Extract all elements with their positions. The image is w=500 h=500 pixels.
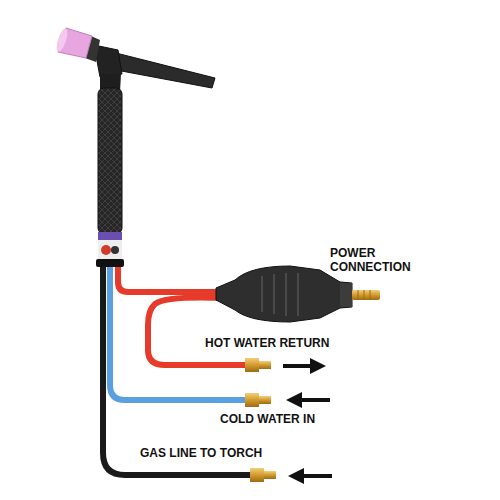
- in-arrow-head: [288, 468, 304, 484]
- in-arrow-shaft: [300, 398, 330, 402]
- torch-back-cap: [112, 52, 215, 88]
- gas-fitting: [250, 468, 264, 482]
- in-arrow-head: [286, 392, 302, 408]
- tig-torch: [54, 27, 215, 267]
- cup-mouth: [54, 27, 69, 52]
- power-connector: [216, 266, 380, 322]
- connector-pin: [352, 290, 380, 300]
- handle-band: [98, 232, 122, 240]
- connector-ribs: [262, 273, 298, 316]
- part-label: POWER CONNECTION: [330, 246, 425, 274]
- part-label: HOT WATER RETURN: [205, 336, 329, 350]
- connector-collar: [340, 283, 352, 307]
- handle-ferrule: [96, 259, 124, 267]
- in-arrow-shaft: [302, 474, 332, 478]
- gas-fitting-tip: [264, 471, 276, 479]
- part-label: GAS LINE TO TORCH: [140, 446, 262, 460]
- badge-logo: [101, 245, 111, 255]
- pin-threads: [358, 290, 370, 300]
- badge-logo-mark: [111, 246, 119, 254]
- out-arrow-shaft: [283, 364, 312, 368]
- hot-water-fitting-tip: [259, 361, 271, 369]
- handle-badge: [98, 240, 122, 260]
- connector-body: [216, 266, 352, 322]
- cold-water-fitting-tip: [259, 396, 271, 404]
- cold-water-fitting: [245, 393, 259, 407]
- out-arrow-head: [310, 358, 326, 374]
- part-label: COLD WATER IN: [220, 412, 315, 426]
- power-cable: [118, 266, 224, 292]
- hot-water-fitting: [245, 358, 259, 372]
- torch-handle: [98, 88, 122, 234]
